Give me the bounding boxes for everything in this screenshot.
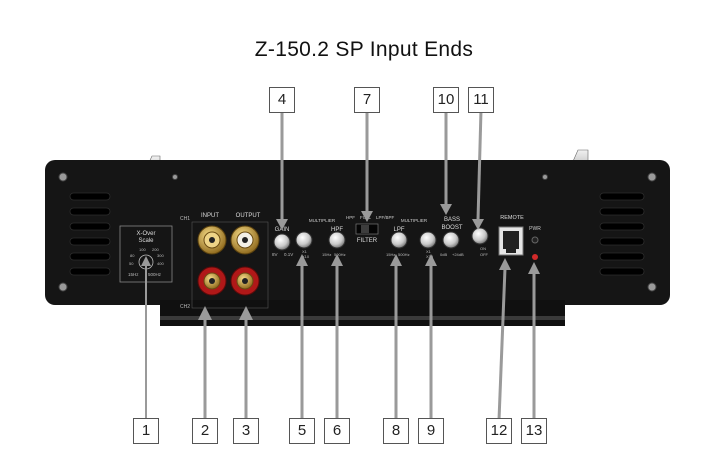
filter-switch-handle[interactable] <box>361 225 369 233</box>
lpf-multiplier-knob[interactable] <box>419 231 437 249</box>
gain-min: 8V <box>272 252 278 257</box>
xover-min: 15Hz <box>128 272 139 277</box>
hpf-knob[interactable] <box>328 231 346 249</box>
filter-lpfbpf-pos: LPF/BPF <box>376 215 395 220</box>
hpf-max: 500Hz <box>334 252 346 257</box>
hpf-multiplier-knob[interactable] <box>295 231 313 249</box>
lpf-label: LPF <box>393 227 404 233</box>
hpf-label: HPF <box>331 227 343 233</box>
page-title: Z-150.2 SP Input Ends <box>254 38 474 61</box>
lpf-max: 500Hz <box>398 252 410 257</box>
xover-scale-label: Scale <box>138 238 154 244</box>
ch1-label: CH1 <box>180 216 190 222</box>
bass-boost-knob[interactable] <box>442 231 460 249</box>
gain-knob[interactable] <box>273 233 291 251</box>
hpf-x10-label: X10 <box>302 254 310 259</box>
bass-label: BASS <box>444 217 460 223</box>
callout-5: 5 <box>289 418 315 444</box>
pwr-label: PWR <box>529 226 541 232</box>
hpf-x1-label: X1 <box>302 249 308 254</box>
xover-tick-200: 200 <box>152 247 159 252</box>
callout-1: 1 <box>133 418 159 444</box>
xover-max: 500Hz <box>148 272 162 277</box>
xover-tick-50: 50 <box>129 261 134 266</box>
filter-label: FILTER <box>357 238 378 244</box>
callout-11: 11 <box>468 87 494 113</box>
ch2-label: CH2 <box>180 304 190 310</box>
xover-title: X-Over <box>136 231 155 237</box>
input-label: INPUT <box>201 213 219 219</box>
lpf-min: 15Hz <box>386 252 395 257</box>
pwr-led-socket <box>531 236 539 244</box>
callout-8: 8 <box>383 418 409 444</box>
boost-max: +24dB <box>452 252 464 257</box>
rca-output-ch1[interactable] <box>230 225 260 255</box>
remote-port[interactable] <box>498 226 524 256</box>
callout-10: 10 <box>433 87 459 113</box>
xover-tick-400: 400 <box>157 261 164 266</box>
callout-13: 13 <box>521 418 547 444</box>
callout-3: 3 <box>233 418 259 444</box>
bass-boost-onoff-button[interactable] <box>471 227 489 245</box>
filter-hpf-pos: HPF <box>346 215 355 220</box>
lpf-x1-label: X1 <box>426 249 432 254</box>
chassis-screws <box>58 172 657 292</box>
callout-2: 2 <box>192 418 218 444</box>
xover-tick-100: 100 <box>139 247 146 252</box>
remote-label: REMOTE <box>500 215 524 221</box>
callout-12: 12 <box>486 418 512 444</box>
gain-max: 0.1V <box>284 252 293 257</box>
rca-output-ch2[interactable] <box>230 266 260 296</box>
lpf-knob[interactable] <box>390 231 408 249</box>
output-label: OUTPUT <box>236 213 261 219</box>
xover-tick-80: 80 <box>130 253 135 258</box>
callout-7: 7 <box>354 87 380 113</box>
callout-4: 4 <box>269 87 295 113</box>
callout-6: 6 <box>324 418 350 444</box>
rca-input-ch2[interactable] <box>197 266 227 296</box>
xover-tick-300: 300 <box>157 253 164 258</box>
on-label: ON <box>480 246 486 251</box>
boost-label: BOOST <box>441 225 462 231</box>
chassis-base-plate <box>160 300 565 326</box>
hpf-min: 15Hz <box>322 252 331 257</box>
hpf-multiplier-label: MULTIPLIER <box>309 218 336 223</box>
vent-slots-right <box>599 192 645 276</box>
off-label: OFF <box>480 252 489 257</box>
pwr-led-icon <box>532 254 538 260</box>
callout-arrows <box>141 109 540 421</box>
boost-min: 0dB <box>440 252 447 257</box>
lpf-multiplier-label: MULTIPLIER <box>401 218 428 223</box>
callout-9: 9 <box>418 418 444 444</box>
vent-slots-left <box>69 192 111 276</box>
rca-input-ch1[interactable] <box>197 225 227 255</box>
